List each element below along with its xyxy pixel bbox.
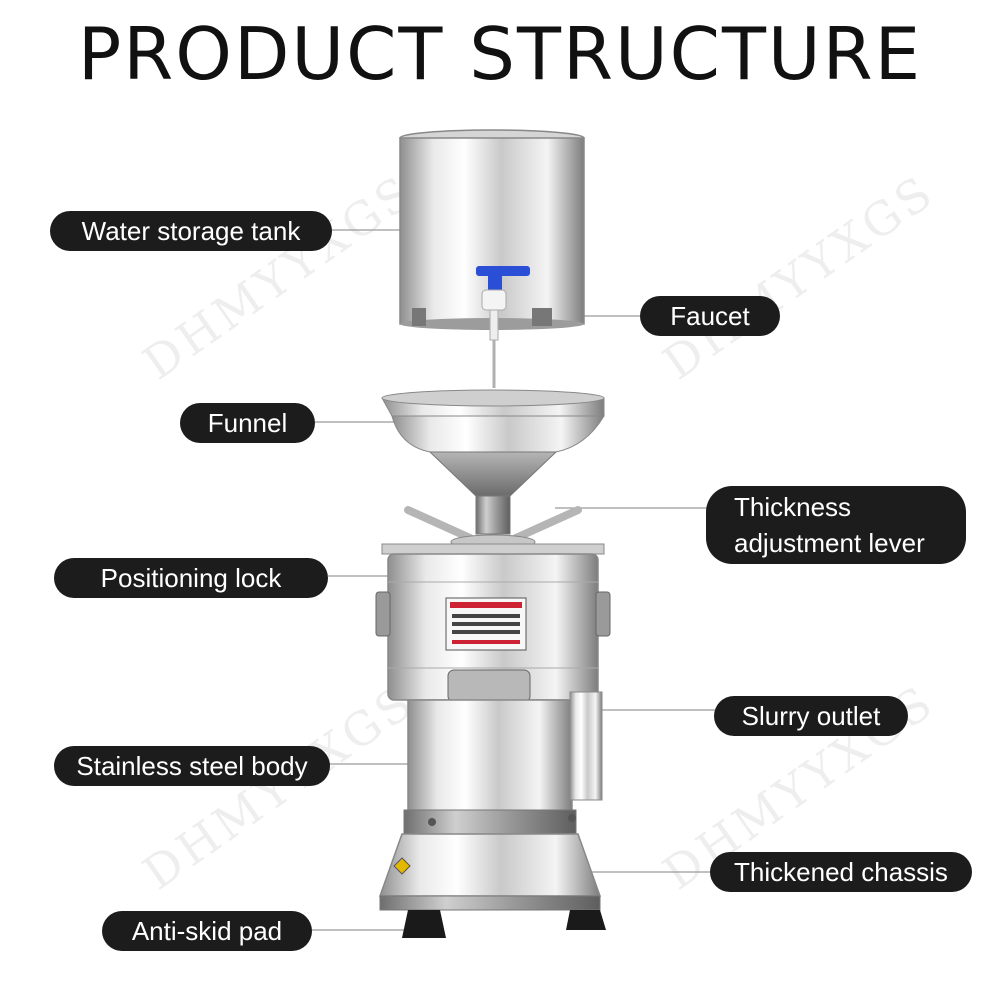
label-thickness-adjustment-lever: Thickness adjustment lever	[706, 486, 966, 564]
label-funnel: Funnel	[180, 403, 315, 443]
label-thickness-line1: Thickness	[734, 492, 852, 522]
label-water-storage-tank: Water storage tank	[50, 211, 332, 251]
label-slurry-outlet: Slurry outlet	[714, 696, 908, 736]
chassis-illustration	[378, 833, 606, 938]
page-title: PRODUCT STRUCTURE	[77, 12, 923, 96]
body-illustration	[403, 691, 603, 835]
label-thickened-chassis: Thickened chassis	[710, 852, 972, 892]
label-stainless-steel-body: Stainless steel body	[54, 746, 330, 786]
label-positioning-lock: Positioning lock	[54, 558, 328, 598]
funnel-illustration	[381, 389, 605, 550]
water-tank-illustration	[399, 129, 585, 388]
label-thickness-line2: adjustment lever	[734, 528, 925, 558]
label-faucet: Faucet	[640, 296, 780, 336]
label-anti-skid-pad: Anti-skid pad	[102, 911, 312, 951]
